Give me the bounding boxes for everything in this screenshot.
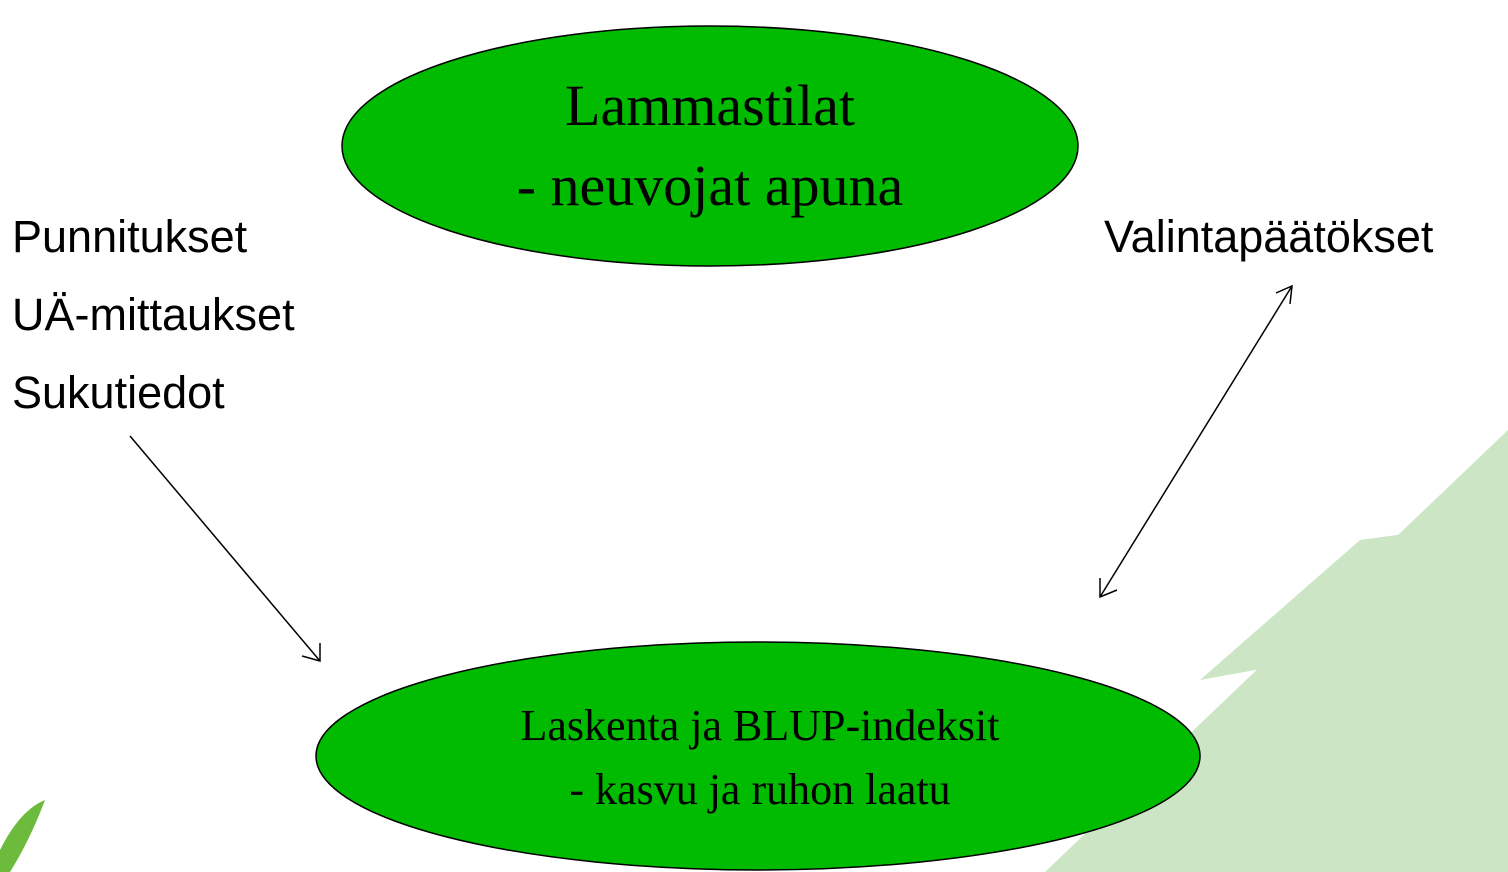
leaf-decoration-left — [0, 800, 45, 872]
bottom-node-subtitle: - kasvu ja ruhon laatu — [569, 765, 951, 814]
top-node-subtitle: - neuvojat apuna — [516, 153, 904, 218]
input-item-pedigree: Sukutiedot — [12, 367, 225, 418]
selection-decisions-label: Valintapäätökset — [1104, 211, 1434, 262]
bottom-node-oval — [315, 641, 1201, 871]
inputs-list: Punnitukset UÄ-mittaukset Sukutiedot — [12, 198, 295, 432]
top-node-title: Lammastilat — [565, 73, 855, 138]
top-node-label: Lammastilat - neuvojat apuna — [420, 66, 1000, 226]
bottom-node-label: Laskenta ja BLUP-indeksit - kasvu ja ruh… — [400, 694, 1120, 822]
input-item-ultrasound: UÄ-mittaukset — [12, 289, 295, 340]
input-item-weighings: Punnitukset — [12, 211, 248, 262]
bottom-to-decisions-arrow — [1099, 284, 1293, 599]
inputs-to-bottom-arrow — [129, 435, 321, 662]
top-node-oval — [341, 25, 1079, 267]
bottom-node-title: Laskenta ja BLUP-indeksit — [520, 701, 1000, 750]
